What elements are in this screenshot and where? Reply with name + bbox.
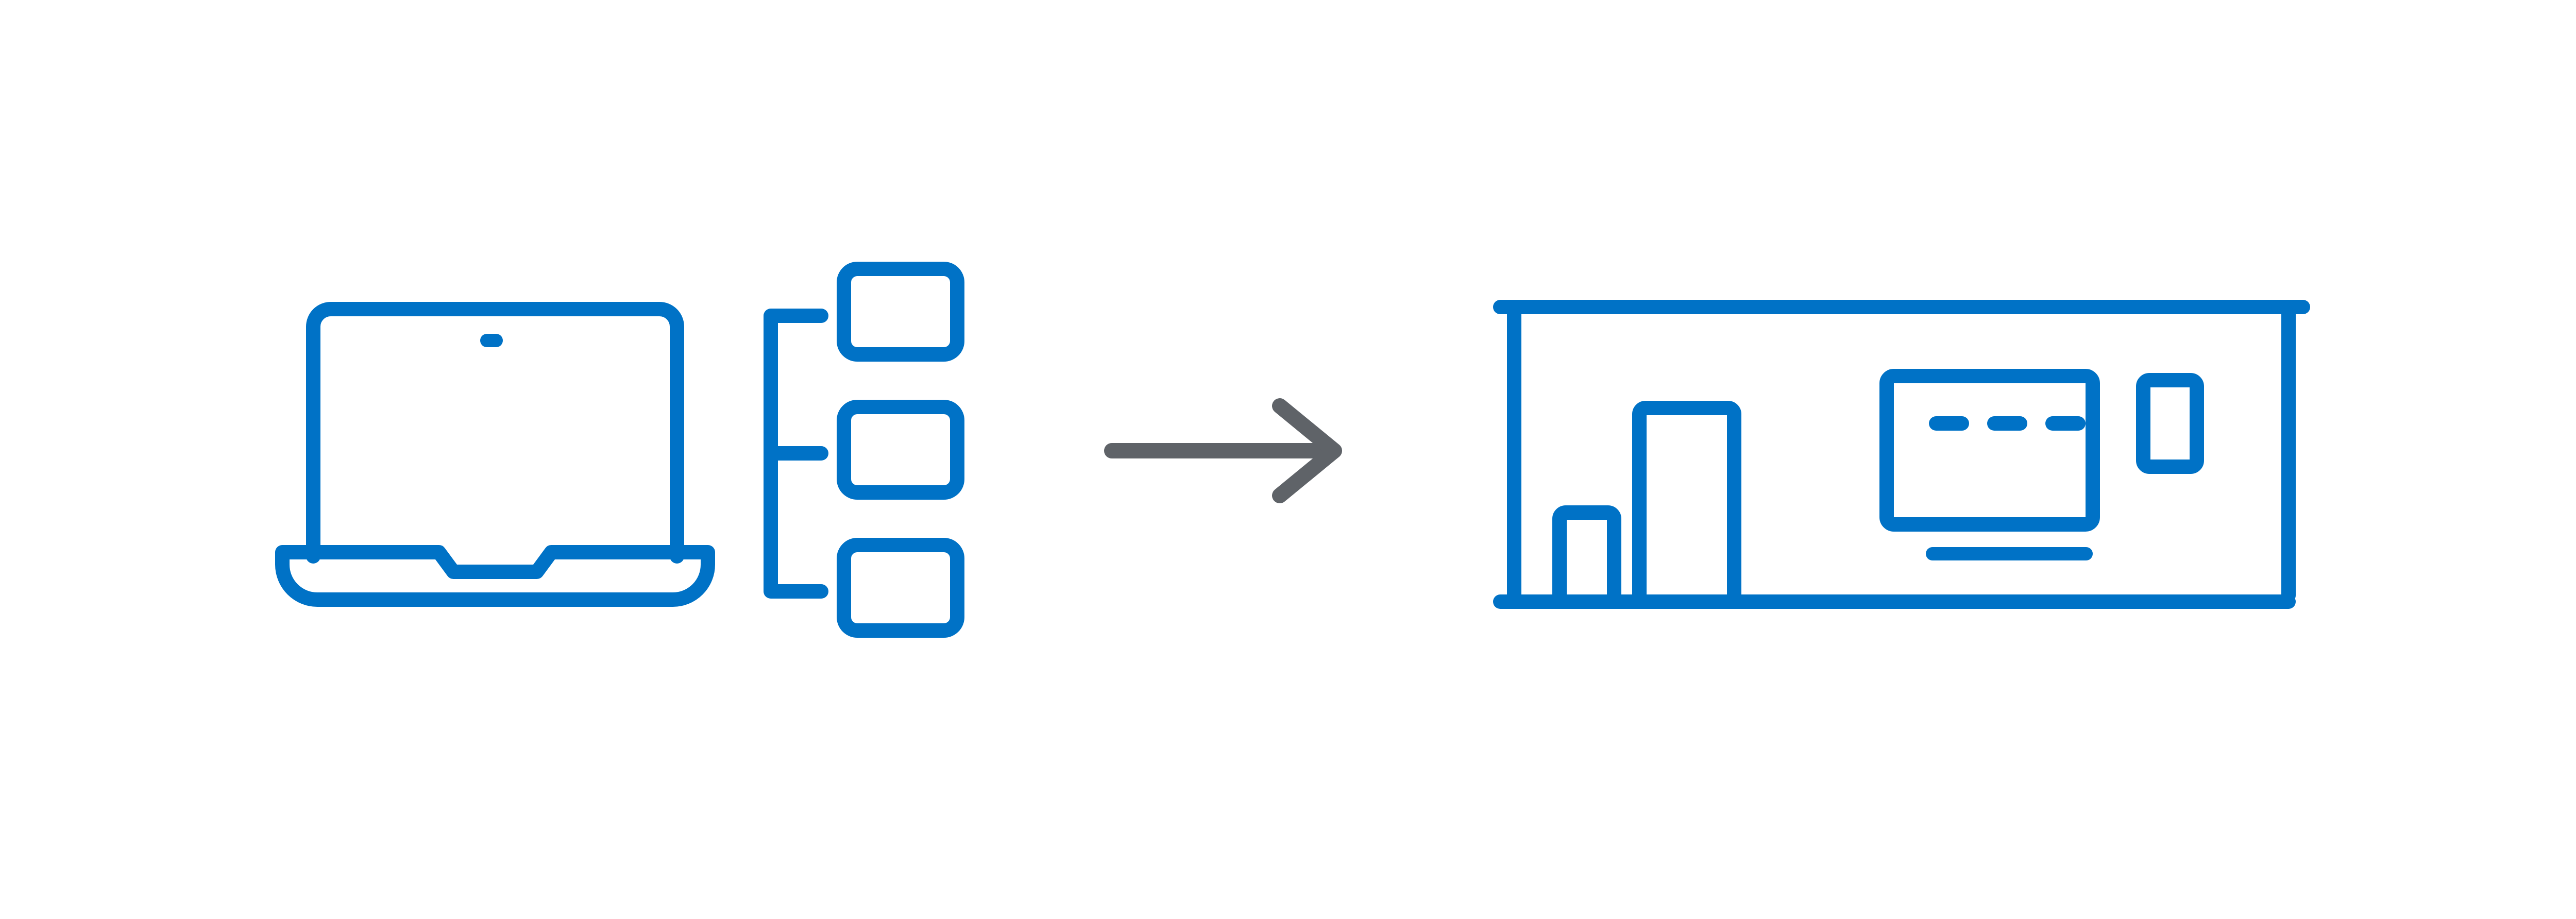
server-rack-unit[interactable] <box>2136 373 2204 474</box>
dashboard-dash-2 <box>1987 416 2027 431</box>
laptop-icon[interactable] <box>275 302 715 607</box>
tree-node-box-3[interactable] <box>837 538 964 638</box>
laptop-base-tray <box>275 545 715 607</box>
bar-chart-tall-bar <box>1632 401 1741 609</box>
tree-node-box-1[interactable] <box>837 262 964 362</box>
dashboard-dash-1 <box>1929 416 1969 431</box>
dashboard-dash-3 <box>2045 416 2086 431</box>
arrow-head <box>1272 398 1342 503</box>
app-tree-icon[interactable] <box>764 262 964 638</box>
datacenter-dashboard-icon[interactable] <box>1493 300 2310 609</box>
laptop-lid-outline <box>306 302 684 564</box>
tree-node-box-2[interactable] <box>837 400 964 500</box>
tree-spine-and-branches <box>764 309 828 599</box>
dashboard-underline <box>1926 547 2093 560</box>
bar-chart-short-bar <box>1552 505 1621 609</box>
flow-arrow-right <box>1104 398 1342 503</box>
laptop-camera-dot <box>480 334 503 347</box>
dashboard-screen[interactable] <box>1879 369 2100 532</box>
